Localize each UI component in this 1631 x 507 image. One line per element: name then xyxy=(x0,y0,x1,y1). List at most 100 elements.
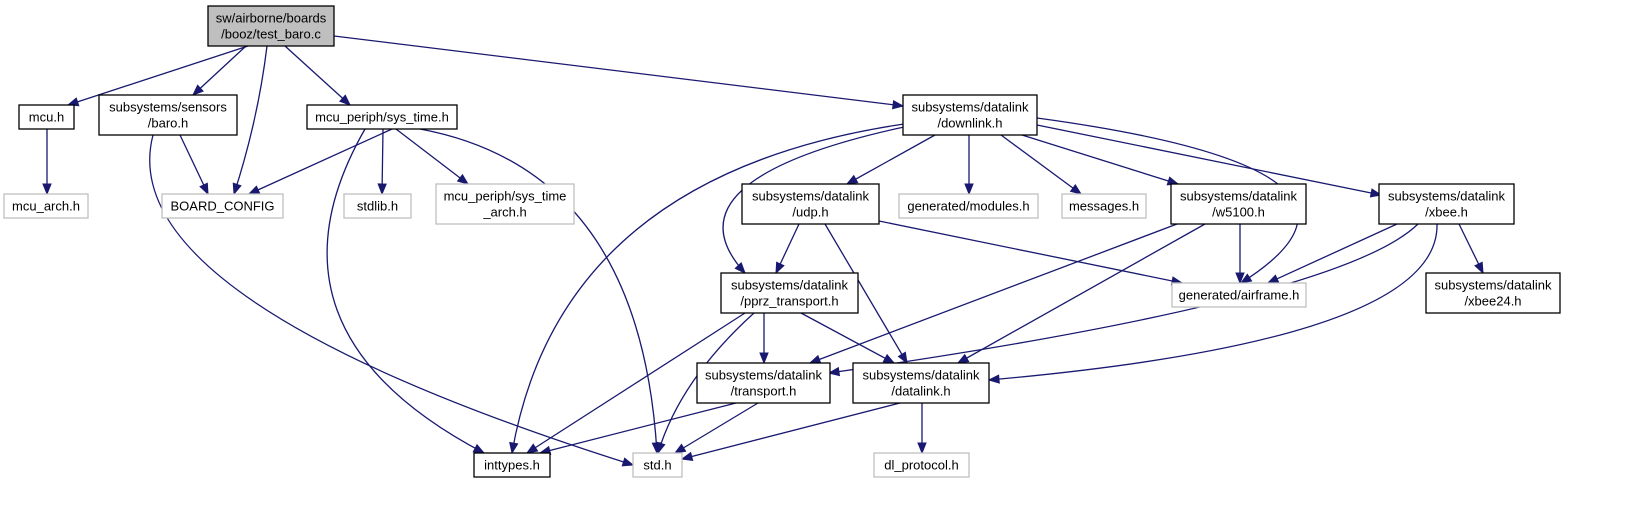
node-board-config: BOARD_CONFIG xyxy=(161,193,284,219)
node-xbee[interactable]: subsystems/datalink/xbee.h xyxy=(1378,183,1515,225)
edge-line xyxy=(539,402,737,454)
edge-line xyxy=(511,123,905,454)
edge-line xyxy=(846,134,936,185)
node-downlink[interactable]: subsystems/datalink/downlink.h xyxy=(902,94,1038,136)
edge-datalink-to-std xyxy=(680,402,901,461)
node-box xyxy=(306,104,458,130)
edge-sys_time-to-std xyxy=(419,128,662,455)
node-label: subsystems/datalink xyxy=(911,100,1029,115)
edge-line xyxy=(674,402,759,454)
node-udp[interactable]: subsystems/datalink/udp.h xyxy=(741,183,880,225)
edge-datalink-to-dl_protocol xyxy=(917,403,927,455)
edge-arrowhead xyxy=(1474,261,1484,275)
edge-arrowhead xyxy=(42,183,52,196)
node-test-baro[interactable]: sw/airborne/boards/booz/test_baro.c xyxy=(207,5,335,47)
node-label: subsystems/datalink xyxy=(1434,278,1552,293)
node-label: mcu_periph/sys_time.h xyxy=(315,110,449,125)
edge-line xyxy=(333,35,904,107)
node-label: mcu.h xyxy=(29,110,64,125)
nodes-layer: sw/airborne/boards/booz/test_baro.c mcu.h… xyxy=(3,5,1561,478)
edge-w5100-to-datalink xyxy=(956,223,1206,364)
node-label: subsystems/datalink xyxy=(752,189,870,204)
edge-line xyxy=(381,128,384,195)
node-label: mcu_periph/sys_time xyxy=(444,189,567,204)
edge-arrowhead xyxy=(680,451,694,461)
node-datalink[interactable]: subsystems/datalink/datalink.h xyxy=(852,362,990,404)
node-sys-time[interactable]: mcu_periph/sys_time.h xyxy=(306,104,458,130)
node-modules: generated/modules.h xyxy=(898,193,1039,219)
edge-test_baro-to-sys_time xyxy=(284,45,351,106)
node-box xyxy=(207,5,335,47)
edge-arrowhead xyxy=(456,173,470,185)
edge-line xyxy=(957,223,1206,364)
node-box xyxy=(18,104,75,130)
edge-sys_time-to-board_config xyxy=(247,128,393,195)
edge-arrowhead xyxy=(339,94,351,106)
edge-downlink-to-w5100 xyxy=(1021,134,1180,186)
edge-arrowhead xyxy=(759,352,769,365)
node-messages: messages.h xyxy=(1061,193,1147,219)
edge-xbee-to-airframe xyxy=(1266,223,1398,284)
edge-downlink-to-inttypes xyxy=(509,123,905,455)
edge-line xyxy=(1000,134,1082,195)
edge-arrowhead xyxy=(897,351,908,365)
node-box xyxy=(435,183,575,225)
edge-transport-to-std xyxy=(673,402,759,454)
edge-sys_time-to-sys_time_arch xyxy=(395,128,470,185)
edge-arrowhead xyxy=(891,100,905,110)
edge-baro-to-board_config xyxy=(179,134,209,196)
node-box xyxy=(98,94,238,136)
node-label: subsystems/datalink xyxy=(731,278,849,293)
edge-arrowhead xyxy=(1235,272,1245,285)
node-label: generated/airframe.h xyxy=(1179,288,1300,303)
edge-downlink-to-messages xyxy=(1000,134,1083,195)
edge-transport-to-inttypes xyxy=(538,402,737,455)
edge-pprz_transport-to-std xyxy=(656,312,755,455)
edge-line xyxy=(828,223,1419,374)
edge-downlink-to-udp xyxy=(845,134,936,185)
node-box xyxy=(873,452,970,478)
node-box xyxy=(902,94,1038,136)
node-box xyxy=(473,452,551,478)
node-mcu[interactable]: mcu.h xyxy=(18,104,75,130)
node-sys-time-arch: mcu_periph/sys_time_arch.h xyxy=(435,183,575,225)
node-std: std.h xyxy=(632,452,683,478)
edge-arrowhead xyxy=(775,261,785,275)
edge-arrowhead xyxy=(987,374,1000,384)
edge-line xyxy=(809,223,1178,364)
node-baro[interactable]: subsystems/sensors/baro.h xyxy=(98,94,238,136)
edge-arrowhead xyxy=(247,185,261,195)
edge-udp-to-pprz_transport xyxy=(775,223,800,275)
edge-line xyxy=(67,45,249,106)
edge-udp-to-airframe xyxy=(878,220,1184,286)
node-label: sw/airborne/boards xyxy=(216,11,327,26)
node-label: /xbee.h xyxy=(1425,205,1468,220)
node-label: /booz/test_baro.c xyxy=(221,27,321,42)
node-pprz-transport[interactable]: subsystems/datalink/pprz_transport.h xyxy=(720,272,859,314)
node-label: subsystems/datalink xyxy=(1180,189,1298,204)
node-xbee24[interactable]: subsystems/datalink/xbee24.h xyxy=(1425,272,1561,314)
edge-line xyxy=(526,312,746,454)
edge-line xyxy=(988,223,1438,381)
edge-arrowhead xyxy=(199,182,209,196)
edge-xbee-to-datalink xyxy=(987,223,1438,384)
node-mcu-arch: mcu_arch.h xyxy=(3,193,89,219)
node-inttypes[interactable]: inttypes.h xyxy=(473,452,551,478)
node-transport[interactable]: subsystems/datalink/transport.h xyxy=(696,362,831,404)
node-label: subsystems/datalink xyxy=(862,368,980,383)
edge-arrowhead xyxy=(827,366,841,377)
edge-arrowhead xyxy=(509,441,519,455)
node-label: /pprz_transport.h xyxy=(740,294,838,309)
edge-line xyxy=(800,312,895,364)
node-label: std.h xyxy=(643,458,671,473)
edge-arrowhead xyxy=(525,443,539,454)
edge-line xyxy=(419,128,658,454)
node-w5100[interactable]: subsystems/datalink/w5100.h xyxy=(1170,183,1307,225)
node-box xyxy=(741,183,880,225)
node-label: mcu_arch.h xyxy=(12,199,80,214)
edge-arrowhead xyxy=(192,84,204,96)
edge-downlink-to-modules xyxy=(964,135,974,196)
edge-arrowhead xyxy=(734,262,746,274)
edge-baro-to-std xyxy=(149,134,635,467)
edge-line xyxy=(1021,134,1179,185)
